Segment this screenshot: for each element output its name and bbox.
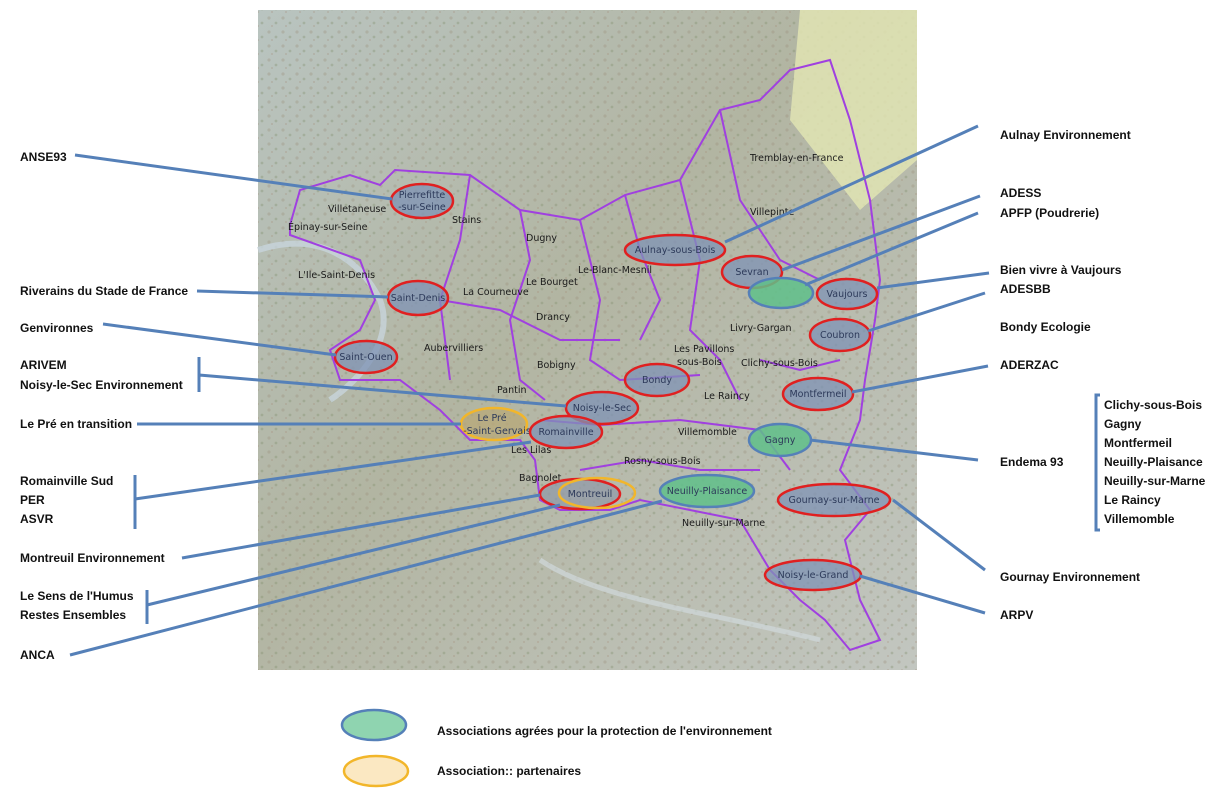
- marker-label: Bondy: [642, 375, 672, 386]
- annotation-adesbb: ADESBB: [1000, 282, 1051, 296]
- marker-neuilly-plaisance: Neuilly-Plaisance: [658, 473, 756, 509]
- annotation-adess: ADESS: [1000, 186, 1041, 200]
- annotation-aulnay-env: Aulnay Environnement: [1000, 128, 1131, 142]
- marker-label: Le Pré: [477, 413, 506, 424]
- marker-gournay: Gournay-sur-Marne: [776, 482, 892, 518]
- marker-label: Coubron: [820, 330, 860, 341]
- annotation-apfp: APFP (Poudrerie): [1000, 206, 1099, 220]
- marker-label: Montfermeil: [789, 389, 846, 400]
- annotation-anca: ANCA: [20, 648, 55, 662]
- town-label: Villemomble: [678, 427, 737, 438]
- marker-label: Noisy-le-Sec: [573, 403, 631, 414]
- annotation-noisy-env: Noisy-le-Sec Environnement: [20, 378, 183, 392]
- marker-pierrefitte: Pierrefitte-sur-Seine: [389, 182, 455, 220]
- town-label: Drancy: [536, 312, 570, 323]
- marker-label: Romainville: [538, 427, 593, 438]
- annotation-sens-humus: Le Sens de l'Humus: [20, 589, 134, 603]
- marker-coubron: Coubron: [808, 317, 872, 353]
- legend-partners-swatch: [342, 754, 410, 788]
- endema-town: Montfermeil: [1104, 436, 1172, 450]
- marker-label: Noisy-le-Grand: [778, 570, 849, 581]
- legend-approved-label: Associations agrées pour la protection d…: [437, 724, 772, 738]
- annotation-restes: Restes Ensembles: [20, 608, 126, 622]
- marker-label: Neuilly-Plaisance: [667, 486, 748, 497]
- marker-label: Gagny: [765, 435, 796, 446]
- legend-approved-swatch: [340, 708, 408, 742]
- annotation-pre-transition: Le Pré en transition: [20, 417, 132, 431]
- marker-saint-denis: Saint-Denis: [386, 279, 450, 317]
- town-label: Bagnolet: [519, 473, 562, 484]
- circled-towns: Pierrefitte-sur-Seine Saint-Denis Saint-…: [333, 182, 892, 592]
- town-label: Épinay-sur-Seine: [288, 221, 368, 233]
- town-label: Le-Blanc-Mesnil: [578, 265, 652, 276]
- right-annotations: Aulnay Environnement ADESS APFP (Poudrer…: [1000, 128, 1206, 622]
- marker-label: Vaujours: [827, 289, 868, 300]
- annotation-aderzac: ADERZAC: [1000, 358, 1059, 372]
- endema-town: Neuilly-sur-Marne: [1104, 474, 1206, 488]
- marker-label: -sur-Seine: [398, 202, 446, 213]
- town-label: sous-Bois: [677, 357, 722, 368]
- leader-lines: [69, 124, 1100, 657]
- town-label: Les Pavillons: [674, 344, 734, 355]
- annotation-bien-vivre-vaujours: Bien vivre à Vaujours: [1000, 263, 1122, 277]
- endema-town: Villemomble: [1104, 512, 1175, 526]
- town-label: L'Ile-Saint-Denis: [298, 270, 375, 281]
- marker-gagny: Gagny: [747, 422, 813, 458]
- marker-montfermeil: Montfermeil: [781, 376, 855, 412]
- town-label: Le Bourget: [526, 277, 578, 288]
- marker-label: Saint-Denis: [391, 293, 445, 304]
- town-label: Tremblay-en-France: [749, 153, 844, 164]
- town-label: Pantin: [497, 385, 527, 396]
- marker-bondy: Bondy: [623, 362, 691, 398]
- marker-noisy-le-grand: Noisy-le-Grand: [763, 558, 863, 592]
- endema-town: Le Raincy: [1104, 493, 1161, 507]
- annotation-gournay-env: Gournay Environnement: [1000, 570, 1140, 584]
- marker-noisy-le-sec: Noisy-le-Sec: [564, 390, 640, 426]
- marker-saint-ouen: Saint-Ouen: [333, 339, 399, 375]
- marker-montreuil: Montreuil: [538, 476, 637, 511]
- marker-romainville: Romainville: [528, 414, 604, 450]
- annotation-genvironnes: Genvironnes: [20, 321, 94, 335]
- annotation-riverains: Riverains du Stade de France: [20, 284, 188, 298]
- annotation-arpv: ARPV: [1000, 608, 1033, 622]
- left-annotations: ANSE93 Riverains du Stade de France Genv…: [20, 150, 188, 662]
- town-label: Les Lilas: [511, 445, 551, 456]
- endema-town: Gagny: [1104, 417, 1142, 431]
- town-label: Stains: [452, 215, 481, 226]
- annotation-bondy-ecologie: Bondy Ecologie: [1000, 320, 1091, 334]
- town-label: Neuilly-sur-Marne: [682, 518, 765, 529]
- marker-label: Montreuil: [568, 489, 613, 500]
- legend: Associations agrées pour la protection d…: [340, 708, 772, 788]
- endema-town: Clichy-sous-Bois: [1104, 398, 1202, 412]
- town-label: Livry-Gargan: [730, 323, 792, 334]
- annotation-endema: Endema 93: [1000, 455, 1064, 469]
- town-label: La Courneuve: [463, 287, 529, 298]
- marker-label: Pierrefitte: [399, 190, 446, 201]
- marker-label: Saint-Ouen: [339, 352, 392, 363]
- marker-vaujours: Vaujours: [815, 277, 879, 311]
- marker-label: Gournay-sur-Marne: [789, 495, 880, 506]
- annotation-asvr: ASVR: [20, 512, 54, 526]
- town-label: Clichy-sous-Bois: [741, 358, 818, 369]
- town-label: Le Raincy: [704, 391, 750, 402]
- annotation-montreuil-env: Montreuil Environnement: [20, 551, 165, 565]
- town-label: Aubervilliers: [424, 343, 483, 354]
- marker-label: Sevran: [735, 267, 768, 278]
- town-label: Villetaneuse: [328, 204, 386, 215]
- legend-partners-label: Association:: partenaires: [437, 764, 581, 778]
- endema-town: Neuilly-Plaisance: [1104, 455, 1203, 469]
- town-label: Bobigny: [537, 360, 576, 371]
- marker-label: Aulnay-sous-Bois: [635, 245, 716, 256]
- town-label: Rosny-sous-Bois: [624, 456, 701, 467]
- marker-aulnay: Aulnay-sous-Bois: [623, 233, 727, 267]
- town-label: Dugny: [526, 233, 557, 244]
- annotation-anse93: ANSE93: [20, 150, 67, 164]
- annotation-arivem: ARIVEM: [20, 358, 67, 372]
- town-labels: Tremblay-en-France Villepinte Villetaneu…: [288, 153, 844, 529]
- annotation-romainville-sud: Romainville Sud: [20, 474, 113, 488]
- marker-approved-sevran-area: [747, 276, 815, 310]
- annotation-per: PER: [20, 493, 45, 507]
- town-label: Villepinte: [750, 207, 794, 218]
- marker-label: -Saint-Gervais: [463, 426, 531, 437]
